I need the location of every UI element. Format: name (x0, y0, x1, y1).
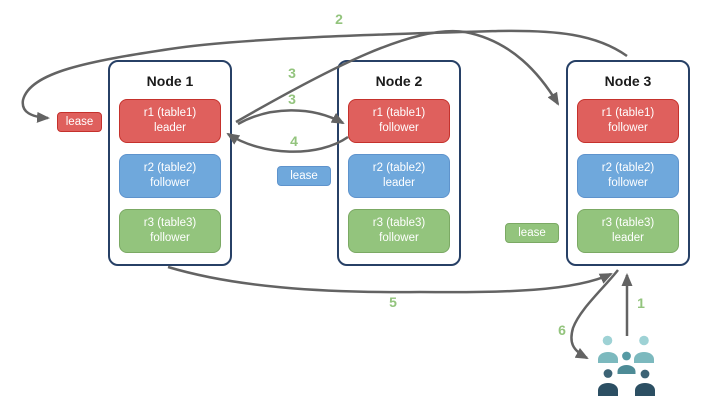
lease-badge-r3: lease (505, 223, 559, 243)
arrow-3-to-node2-path (237, 109, 345, 126)
node-3-title: Node 3 (604, 73, 652, 89)
arrow-label-4: 4 (290, 133, 298, 149)
range-name: r1 (table1) (143, 107, 197, 120)
node-2-title: Node 2 (375, 73, 423, 89)
person-head (622, 351, 631, 361)
range-role: follower (379, 122, 419, 134)
node-1-title: Node 1 (146, 73, 194, 89)
range-name: r2 (table2) (601, 162, 655, 175)
arrow-6-path (570, 269, 619, 360)
node-1-range-r3: r3 (table3) follower (119, 209, 221, 253)
person-body (617, 365, 636, 374)
node-2-range-r1: r1 (table1) follower (348, 99, 450, 143)
node-3-range-r1: r1 (table1) follower (577, 99, 679, 143)
arrow-label-5: 5 (389, 294, 397, 310)
range-role: follower (150, 177, 190, 189)
lease-badge-r2: lease (277, 166, 331, 186)
range-name: r2 (table2) (372, 162, 426, 175)
people-group-icon (598, 335, 655, 396)
node-3-range-r3: r3 (table3) leader (577, 209, 679, 253)
arrow-5-path (167, 265, 613, 294)
range-name: r3 (table3) (601, 217, 655, 230)
arrow-label-3b: 3 (288, 91, 296, 107)
person-head (602, 335, 613, 346)
range-name: r1 (table1) (601, 107, 655, 120)
node-3-range-r2: r2 (table2) follower (577, 154, 679, 198)
arrow-label-3a: 3 (288, 65, 296, 81)
arrow-label-2: 2 (335, 11, 343, 27)
person-head (640, 369, 650, 379)
range-role: follower (150, 232, 190, 244)
range-role: follower (608, 122, 648, 134)
person-head (603, 369, 613, 378)
person-body (598, 352, 618, 363)
range-name: r2 (table2) (143, 162, 197, 175)
range-role: leader (154, 122, 186, 134)
range-name: r3 (table3) (143, 217, 197, 230)
lease-badge-r1: lease (57, 112, 102, 132)
node-2-range-r2: r2 (table2) leader (348, 154, 450, 198)
arrow-label-1: 1 (637, 295, 645, 311)
range-role: follower (379, 232, 419, 244)
range-role: leader (612, 232, 644, 244)
person-head (639, 335, 649, 346)
arrow-label-6: 6 (558, 322, 566, 338)
node-1-range-r2: r2 (table2) follower (119, 154, 221, 198)
range-role: leader (383, 177, 415, 189)
person-body (635, 383, 655, 396)
person-body (598, 383, 618, 396)
node-2-range-r3: r3 (table3) follower (348, 209, 450, 253)
node-1-range-r1: r1 (table1) leader (119, 99, 221, 143)
node-2-card: Node 2 r1 (table1) follower r2 (table2) … (337, 60, 461, 266)
range-name: r1 (table1) (372, 107, 426, 120)
node-1-card: Node 1 r1 (table1) leader r2 (table2) fo… (108, 60, 232, 266)
person-body (634, 352, 654, 363)
range-name: r3 (table3) (372, 217, 426, 230)
node-3-card: Node 3 r1 (table1) follower r2 (table2) … (566, 60, 690, 266)
range-role: follower (608, 177, 648, 189)
